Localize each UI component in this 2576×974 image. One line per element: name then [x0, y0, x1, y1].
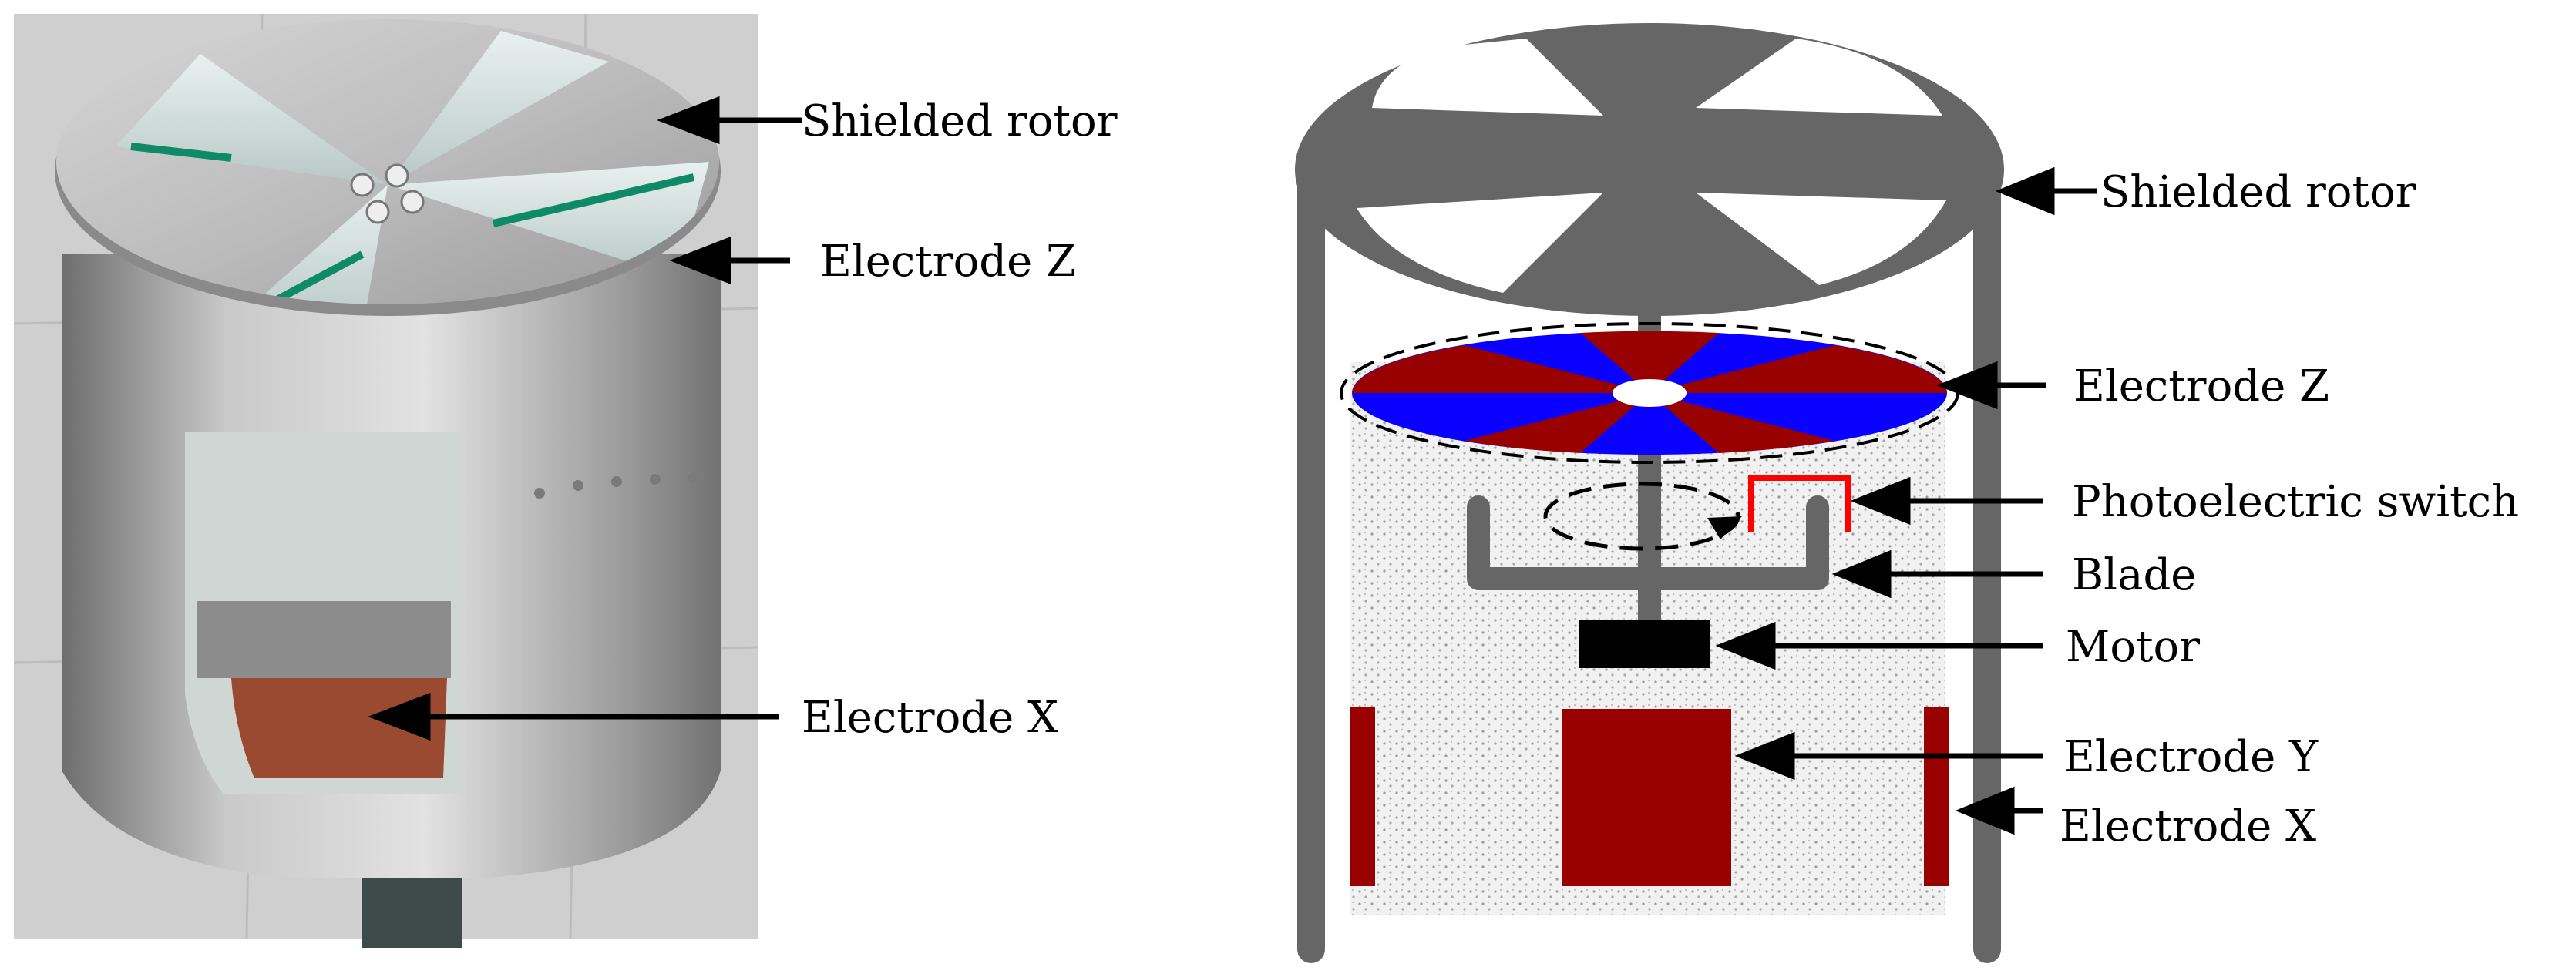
- sensor-schematic: Shielded rotor Electrode Z Photoelectric…: [1295, 23, 2519, 963]
- frame-left-leg: [1297, 154, 1325, 963]
- lid-openings: [116, 31, 709, 304]
- motor: [1579, 620, 1710, 668]
- electrode-x-left-plate: [1350, 707, 1375, 886]
- shielded-rotor-lid: [56, 19, 719, 304]
- shell-rivets: [534, 472, 699, 499]
- diagram-label-electrode-x: Electrode X: [2060, 801, 2316, 851]
- diagram-label-shielded-rotor: Shielded rotor: [2100, 167, 2416, 217]
- rotation-arrowhead: [1707, 516, 1742, 539]
- rotor-openings: [1357, 39, 1946, 293]
- photo-label-shielded-rotor: Shielded rotor: [802, 96, 1118, 146]
- electrode-z-disc: [1340, 322, 1959, 464]
- photo-electrode-x: [231, 678, 447, 778]
- frame-right-leg: [1973, 154, 2001, 963]
- electrode-x-right-plate: [1924, 707, 1949, 886]
- photoelectric-switch: [1748, 475, 1851, 532]
- electrode-y: [1562, 709, 1731, 886]
- diagram-label-photoelectric-switch: Photoelectric switch: [2072, 477, 2519, 527]
- sensor-photo: Shielded rotor Electrode Z Electrode X: [13, 13, 1118, 948]
- diagram-label-blade: Blade: [2072, 550, 2196, 600]
- rotation-indicator: [1543, 482, 1740, 551]
- photo-label-electrode-x: Electrode X: [802, 693, 1058, 743]
- rotor-hub: [1609, 131, 1690, 177]
- diagram-label-motor: Motor: [2066, 622, 2200, 672]
- photo-arrows: [368, 96, 802, 741]
- schematic-arrows: [1715, 166, 2097, 835]
- diagram-label-electrode-y: Electrode Y: [2063, 732, 2319, 782]
- inner-band: [197, 601, 451, 678]
- center-bolts: [350, 163, 425, 224]
- photo-label-electrode-z: Electrode Z: [820, 237, 1076, 287]
- blade: [1467, 495, 1829, 590]
- diagram-label-electrode-z: Electrode Z: [2073, 361, 2329, 411]
